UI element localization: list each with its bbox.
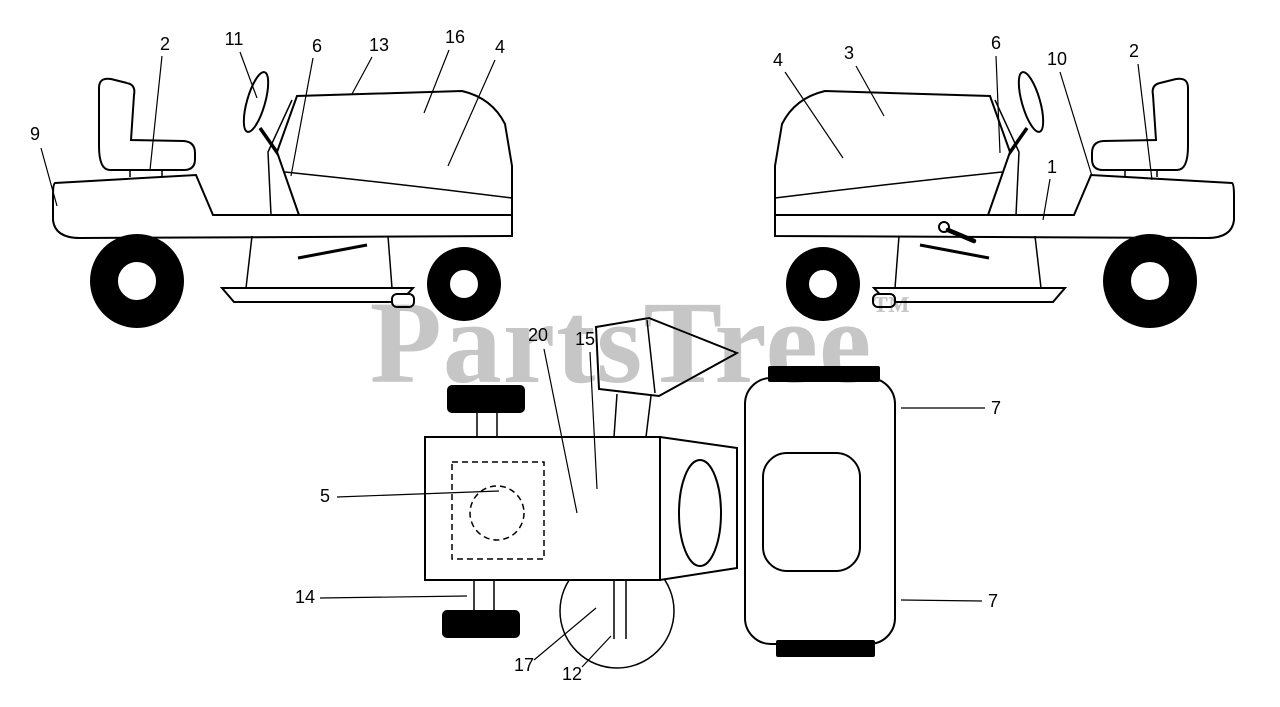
callout-label: 6 — [991, 33, 1001, 53]
callout-leader-line — [995, 55, 1001, 154]
fuel-tank — [594, 316, 740, 398]
callout-label: 5 — [320, 486, 330, 506]
callout-leader-line — [533, 607, 597, 661]
tractor-side-view-left — [52, 71, 513, 328]
decal-location-circle — [469, 485, 525, 541]
chassis — [52, 173, 513, 240]
callout-label: 13 — [369, 35, 389, 55]
tractor-top-view — [424, 316, 896, 669]
callout-leader-line — [149, 55, 163, 171]
front-tire-bottom — [442, 610, 520, 638]
callout-leader-line — [589, 351, 598, 490]
callout-leader-line — [1059, 71, 1093, 177]
decal-location-box — [451, 461, 545, 560]
callout-label: 6 — [312, 36, 322, 56]
front-tire-top — [447, 385, 525, 413]
callout-label: 3 — [844, 43, 854, 63]
callout-label: 1 — [1047, 157, 1057, 177]
tank-neck — [613, 393, 652, 438]
callout-leader-line — [900, 599, 983, 602]
deck-lift-rod — [297, 243, 368, 260]
callout-label: 15 — [575, 329, 595, 349]
callout-leader-line — [423, 49, 450, 114]
tractor-side-view-right — [773, 67, 1236, 330]
callout-leader-line — [239, 51, 258, 99]
callout-label: 2 — [1129, 41, 1139, 61]
callout-leader-line — [351, 56, 373, 95]
callout-leader-line — [40, 147, 58, 207]
callouts: 2 11 6 13 16 4 9 4 3 6 10 2 1 20 15 5 14 17 12 7 7 — [30, 27, 1153, 684]
callout-label: 10 — [1047, 49, 1067, 69]
anti-scalp-wheel — [391, 293, 415, 308]
callout-label: 20 — [528, 325, 548, 345]
rear-wheel-hub — [116, 260, 158, 302]
callout-label: 12 — [562, 664, 582, 684]
callout-label: 4 — [773, 50, 783, 70]
seat-top — [762, 452, 861, 572]
callout-label: 4 — [495, 37, 505, 57]
callout-leader-line — [855, 65, 885, 117]
rear-tire-top — [768, 366, 880, 382]
seat — [98, 77, 196, 171]
callout-label: 7 — [991, 398, 1001, 418]
hood — [275, 89, 513, 219]
seat-posts — [129, 170, 163, 177]
steering-wheel — [242, 71, 270, 133]
dash-console — [267, 99, 293, 216]
deck-lever-handle — [945, 227, 977, 244]
callout-label: 9 — [30, 124, 40, 144]
callout-leader-line — [784, 71, 844, 159]
deck-hangers — [245, 235, 393, 289]
callout-leader-line — [336, 490, 500, 498]
front-axle-top — [476, 413, 498, 437]
deck-belt-cover — [613, 581, 627, 639]
callout-label: 16 — [445, 27, 465, 47]
front-wheel-hub — [448, 268, 480, 300]
callout-label: 7 — [988, 591, 998, 611]
callout-leader-line — [543, 348, 578, 514]
callout-leader-line — [1042, 178, 1051, 221]
callout-label: 14 — [295, 587, 315, 607]
callout-leader-line — [1137, 63, 1153, 181]
callout-label: 17 — [514, 655, 534, 675]
callout-leader-line — [447, 59, 496, 167]
callout-label: 11 — [225, 29, 244, 49]
mower-deck — [219, 287, 416, 303]
fuel-tank-fold — [646, 319, 656, 394]
front-axle-bottom — [473, 580, 495, 610]
rear-tire-bottom — [776, 640, 875, 657]
callout-leader-line — [319, 595, 468, 599]
hood-crease — [284, 171, 513, 199]
callout-label: 2 — [160, 34, 170, 54]
callout-leader-line — [581, 635, 612, 668]
callout-leader-line — [290, 57, 314, 177]
steering-wheel-top — [678, 459, 722, 567]
